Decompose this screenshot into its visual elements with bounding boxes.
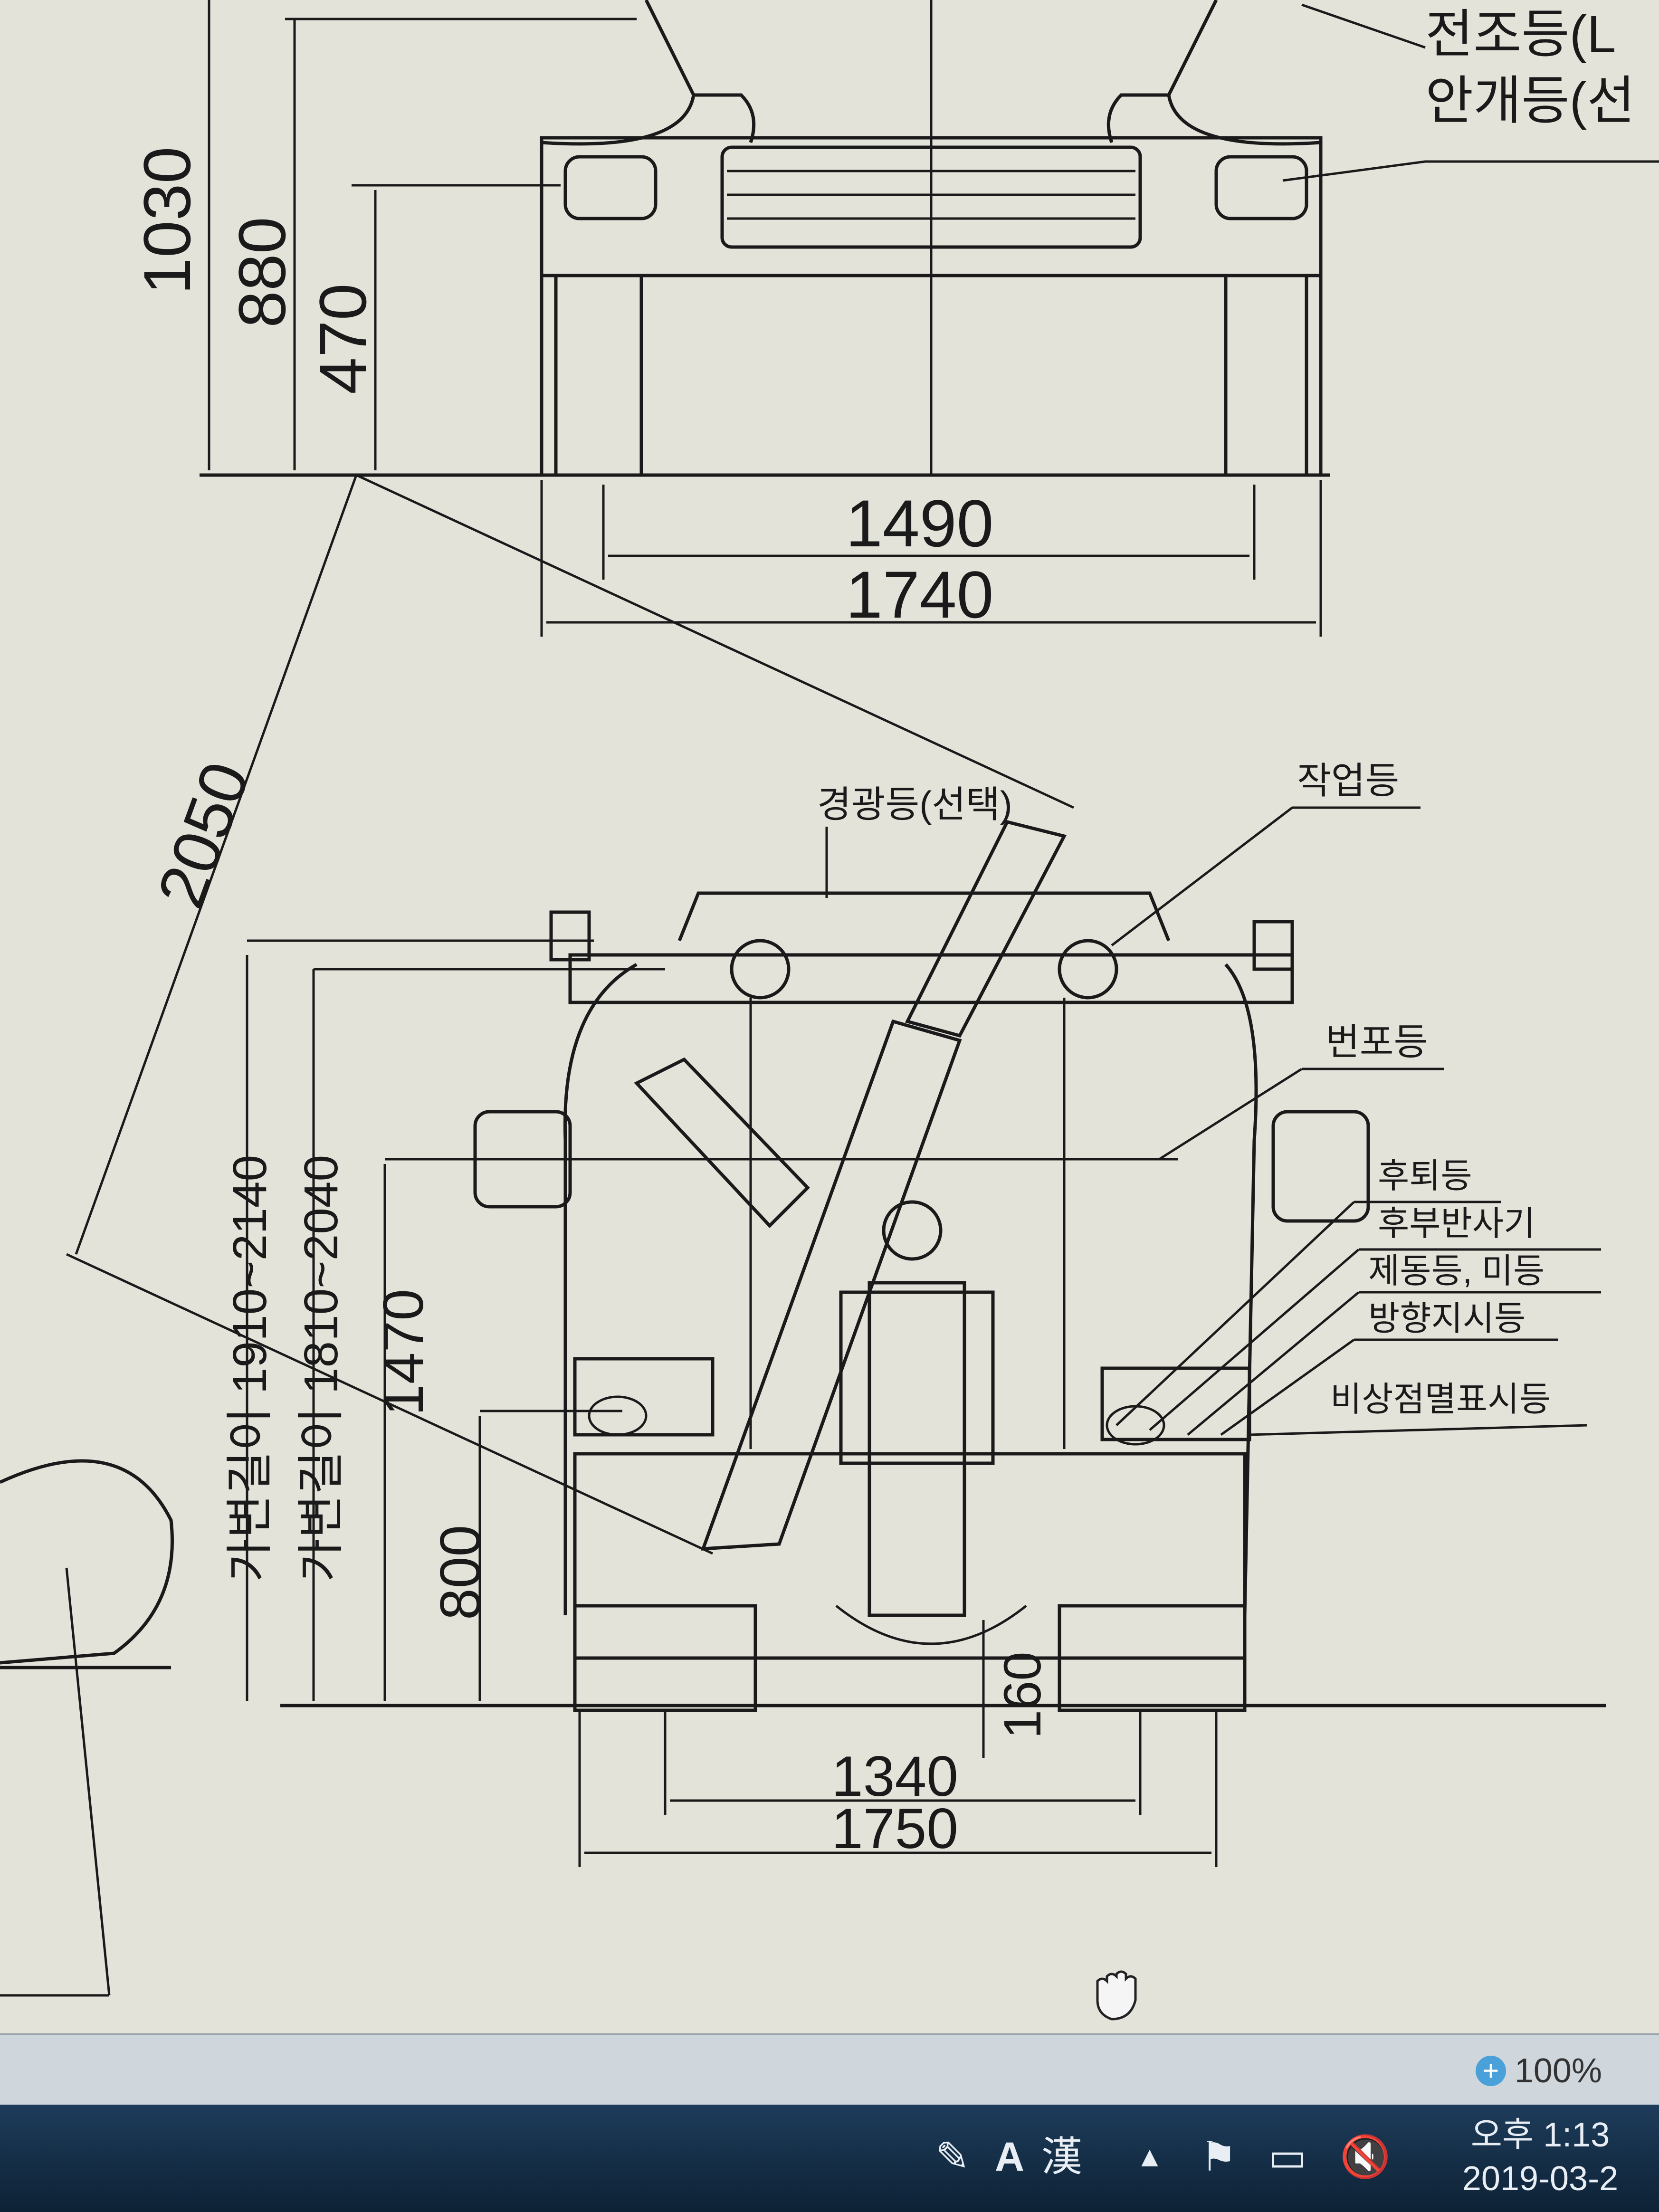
boom-main [700, 1019, 962, 1551]
status-bar: + 100% [0, 2033, 1659, 2107]
callout-brake-tail-light: 제동등, 미등 [1368, 1252, 1545, 1290]
clock-time: 오후 1:13 [1470, 2116, 1610, 2154]
rops-frame [568, 953, 1294, 1004]
clock-date: 2019-03-2 [1462, 2160, 1619, 2198]
dim-1340: 1340 [831, 1745, 958, 1808]
zoom-icon[interactable]: + [1475, 2056, 1506, 2086]
callout-rear-reflector: 후부반사기 [1378, 1205, 1535, 1243]
cab-right-side [1224, 963, 1258, 1616]
callout-foglight: 안개등(선 [1425, 72, 1635, 130]
rops-light-left [549, 910, 591, 962]
dimension-labels: 1030 880 470 1490 1740 전조등(L 안개등(선 2050 … [130, 5, 1635, 1860]
callout-hazard-light: 비상점멸표시등 [1330, 1381, 1551, 1419]
dim-1740: 1740 [846, 557, 993, 632]
dim-880: 880 [225, 217, 299, 328]
front-cab-pillars [644, 0, 1218, 96]
center-column-housing [839, 1290, 995, 1465]
dim-1470: 1470 [372, 1289, 435, 1416]
dim-1750: 1750 [831, 1797, 958, 1860]
windows-taskbar: ✎ A 漢 ▲ ⚑ ▭ 🔇 오후 1:13 2019-03-2 [0, 2105, 1659, 2212]
headlight-left [563, 155, 658, 220]
callout-beacon: 경광등(선택) [817, 783, 1012, 825]
work-light-left [730, 939, 791, 1000]
cad-drawing-canvas[interactable]: 1030 880 470 1490 1740 전조등(L 안개등(선 2050 … [0, 0, 1659, 2033]
dim-1490: 1490 [846, 486, 993, 561]
wheel-right [1058, 1604, 1247, 1712]
dim-variable-1910-2140: 가변길이 1910~2140 [223, 1155, 276, 1582]
bucket [634, 1057, 810, 1229]
zoom-control[interactable]: + 100% [1475, 2050, 1602, 2092]
hand-cursor-icon [1096, 1970, 1137, 2021]
mirror-right [1271, 1110, 1370, 1223]
center-column [868, 1281, 966, 1617]
system-clock[interactable]: 오후 1:13 2019-03-2 [1440, 2113, 1640, 2201]
headlight-right [1214, 155, 1308, 220]
language-bar-icon[interactable]: ✎ [935, 2134, 970, 2180]
beacon-housing [677, 891, 1171, 942]
zoom-level-label: 100% [1514, 2052, 1602, 2090]
front-view [200, 0, 1659, 809]
callout-work-light: 작업등 [1297, 760, 1399, 801]
dim-160: 160 [993, 1651, 1052, 1739]
side-view-partial [0, 1459, 174, 1997]
rops-light-right [1252, 920, 1294, 971]
volume-muted-icon[interactable]: 🔇 [1340, 2134, 1391, 2180]
tail-light-left [573, 1357, 715, 1437]
callout-headlight: 전조등(L [1425, 5, 1616, 64]
technical-drawing: 1030 880 470 1490 1740 전조등(L 안개등(선 2050 … [0, 0, 1659, 2021]
dim-variable-1810-2040: 가변길이 1810~2040 [295, 1155, 348, 1582]
dim-2050: 2050 [143, 753, 264, 917]
side-wheel-arc [0, 1459, 174, 1665]
ime-mode-toggle[interactable]: A [994, 2134, 1025, 2180]
tray-chevron-up-icon[interactable]: ▲ [1135, 2141, 1164, 2173]
boom-upper [905, 820, 1067, 1038]
callout-plate-light: 번포등 [1325, 1021, 1428, 1063]
front-hood-outline [541, 93, 1321, 146]
action-center-flag-icon[interactable]: ⚑ [1200, 2134, 1237, 2180]
rear-view [66, 475, 1606, 1867]
dim-1030: 1030 [130, 147, 204, 295]
dim-470: 470 [305, 283, 380, 394]
ime-hanja-toggle[interactable]: 漢 [1041, 2134, 1082, 2180]
network-icon[interactable]: ▭ [1268, 2134, 1307, 2180]
lower-body [573, 1452, 1247, 1660]
callout-turn-signal: 방향지시등 [1368, 1300, 1526, 1338]
dim-800: 800 [429, 1525, 492, 1620]
work-light-right [1058, 939, 1118, 1000]
boom-pivot [882, 1200, 943, 1261]
callout-reverse-light: 후퇴등 [1378, 1157, 1472, 1195]
